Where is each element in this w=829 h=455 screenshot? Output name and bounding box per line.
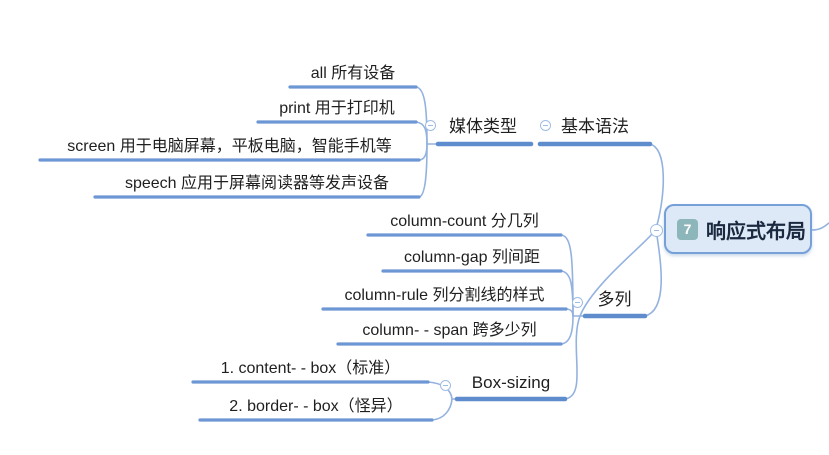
topic-border-box[interactable]: 2. border- - box（怪异）: [229, 398, 403, 415]
minus-icon: [443, 385, 448, 386]
topic-multi-column[interactable]: 多列: [597, 290, 632, 309]
branch-underlines: [435, 141, 653, 402]
minus-icon: [543, 125, 548, 126]
topic-print[interactable]: print 用于打印机: [279, 100, 395, 117]
collapse-toggle-basic-syntax[interactable]: [540, 120, 551, 131]
priority-badge: 7: [677, 218, 698, 240]
collapse-toggle-media-type[interactable]: [425, 120, 436, 131]
root-label: 响应式布局: [706, 220, 806, 243]
topic-content-box[interactable]: 1. content- - box（标准）: [220, 360, 401, 377]
topic-speech[interactable]: speech 应用于屏幕阅读器等发声设备: [124, 175, 390, 192]
collapse-toggle-root[interactable]: [650, 224, 663, 237]
minus-icon: [654, 230, 659, 231]
topic-column-rule[interactable]: column-rule 列分割线的样式: [344, 287, 545, 304]
minus-icon: [575, 302, 580, 303]
topic-basic-syntax[interactable]: 基本语法: [561, 117, 629, 136]
leaf-underlines: [38, 85, 568, 422]
topic-screen[interactable]: screen 用于电脑屏幕，平板电脑，智能手机等: [67, 138, 392, 155]
topic-box-sizing[interactable]: Box-sizing: [471, 373, 551, 392]
root-node[interactable]: 7 响应式布局: [664, 204, 812, 254]
minus-icon: [428, 125, 433, 126]
collapse-toggle-box-sizing[interactable]: [440, 380, 451, 391]
topic-column-gap[interactable]: column-gap 列间距: [403, 249, 541, 266]
topic-all[interactable]: all 所有设备: [310, 65, 396, 82]
topic-media-type[interactable]: 媒体类型: [449, 117, 517, 136]
topic-column-span[interactable]: column- - span 跨多少列: [362, 322, 537, 339]
topic-column-count[interactable]: column-count 分几列: [390, 213, 539, 230]
branch-curves: [415, 86, 829, 421]
collapse-toggle-multi-column[interactable]: [572, 297, 583, 308]
